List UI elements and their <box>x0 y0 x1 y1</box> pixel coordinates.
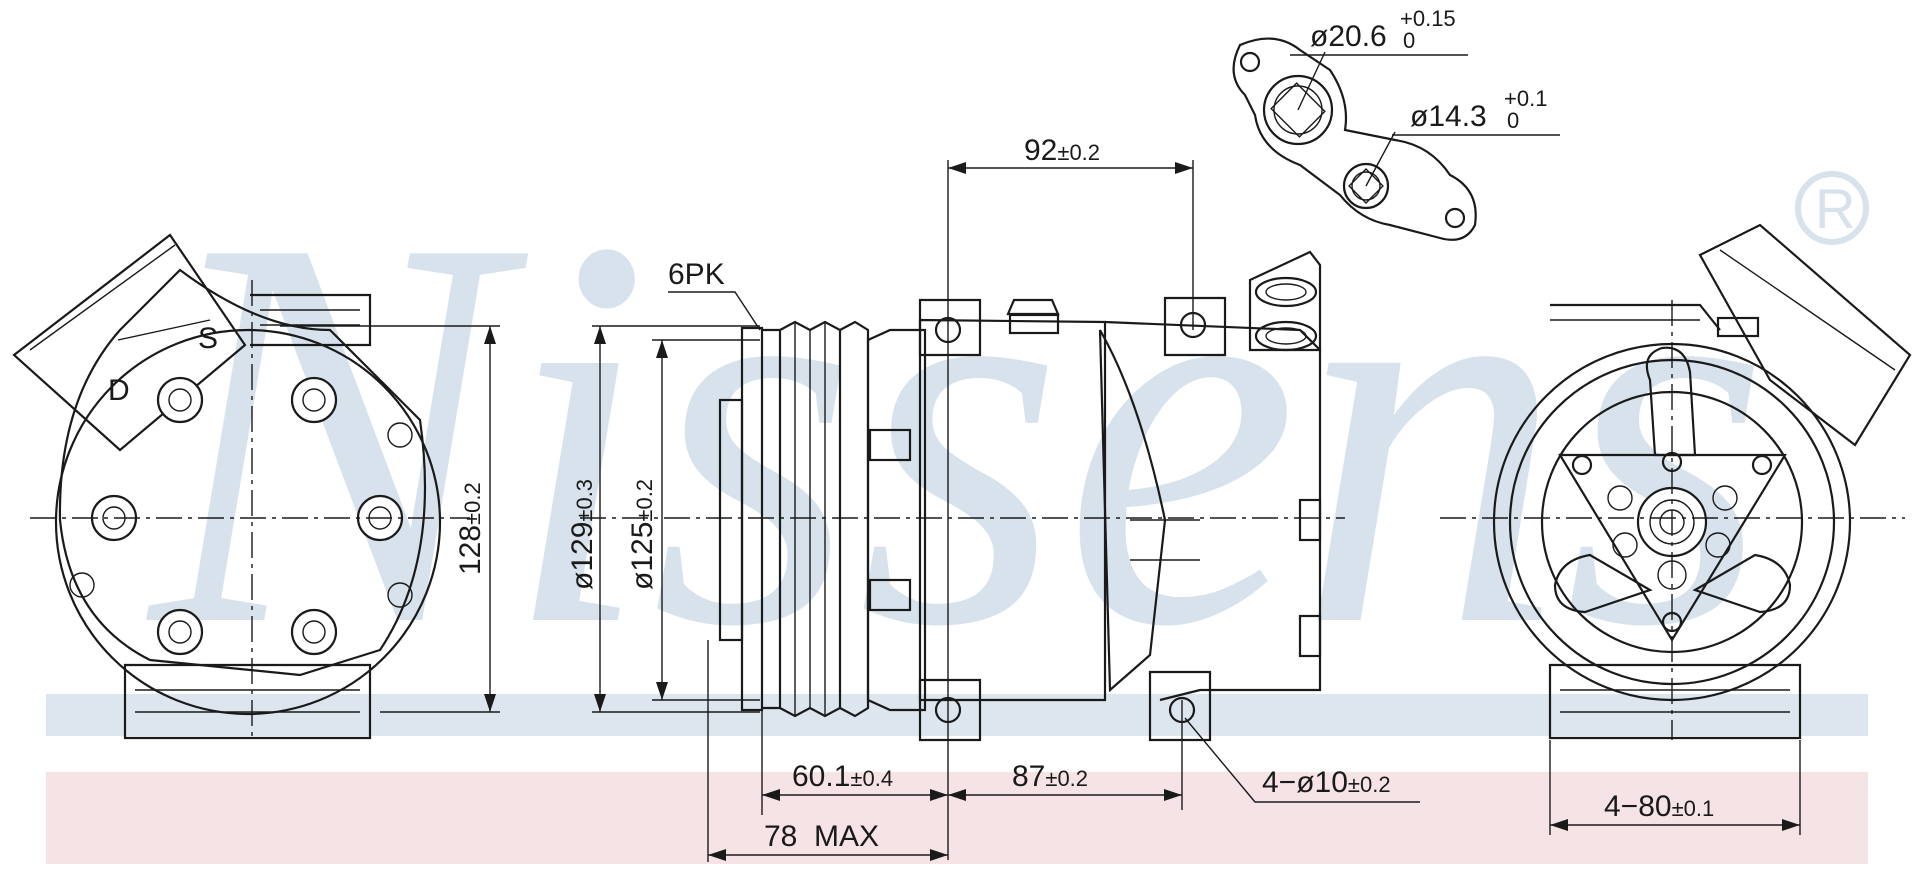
small-port-dim: ø14.3 <box>1410 100 1487 133</box>
large-port-tol-lower: 0 <box>1403 28 1415 53</box>
valve-label-d: D <box>108 374 130 407</box>
center-side-view: 6PK ø129±0.3 ø125±0.2 92±0.2 60.1±0.4 87… <box>566 134 1420 862</box>
bottom-mount-ear-rear <box>1148 670 1212 742</box>
watermark-brand: Nissens <box>142 122 1770 742</box>
port-flange-outline <box>1232 37 1477 241</box>
top-mount-ear-rear <box>1163 296 1227 357</box>
compressor-body <box>918 318 1107 702</box>
left-top-mount-tab <box>250 293 372 347</box>
control-valve-body <box>12 233 247 452</box>
mount-hole-callout: 4−ø10±0.2 <box>1262 766 1391 799</box>
left-housing-circle <box>54 328 442 716</box>
small-port-tol-upper: +0.1 <box>1504 86 1547 111</box>
pink-stripe <box>46 772 1868 864</box>
large-port-tol-upper: +0.15 <box>1400 6 1456 31</box>
dim-92-value: 92±0.2 <box>1024 134 1100 167</box>
right-front-view: 4−80±0.1 <box>1440 223 1912 835</box>
left-housing-outline <box>58 268 427 677</box>
dim-125-value: ø125±0.2 <box>626 479 659 590</box>
small-port-icon <box>1342 162 1390 210</box>
large-port-icon <box>1262 74 1334 146</box>
registered-mark-ring <box>1795 171 1869 245</box>
right-control-valve <box>1698 223 1912 447</box>
bolt-icon <box>156 608 204 656</box>
clutch-plate <box>718 398 744 642</box>
clutch-coil <box>866 328 927 712</box>
bottom-mount-ear-front <box>918 678 982 742</box>
bolt-icon <box>290 608 338 656</box>
small-port-tol-lower: 0 <box>1507 108 1519 133</box>
left-bolts <box>69 376 413 656</box>
dim-4-80-value: 4−80±0.1 <box>1604 790 1714 823</box>
dim-87-value: 87±0.2 <box>1012 760 1088 793</box>
port-block <box>1248 250 1322 352</box>
dim-129-value: ø129±0.3 <box>566 479 599 590</box>
right-bottom-mount-tab <box>1548 663 1802 740</box>
left-bottom-mount-tab <box>123 663 372 740</box>
bolt-icon <box>156 376 204 424</box>
top-mount-ear-front <box>918 298 982 357</box>
port-detail-view: ø20.6 +0.15 0 ø14.3 +0.1 0 <box>1232 6 1560 241</box>
dim-128-value: 128±0.2 <box>454 482 487 575</box>
bolt-icon <box>290 376 338 424</box>
dim-60-value: 60.1±0.4 <box>792 760 893 793</box>
left-rear-view: D S 128±0.2 <box>12 233 500 740</box>
port-lower <box>1254 320 1318 352</box>
port-upper <box>1254 276 1318 308</box>
large-port-dim: ø20.6 <box>1310 20 1387 53</box>
belt-type-label: 6PK <box>668 258 725 291</box>
valve-label-s: S <box>198 322 218 355</box>
dim-78-value: 78 MAX <box>764 820 879 853</box>
registered-mark: R <box>1815 177 1855 240</box>
